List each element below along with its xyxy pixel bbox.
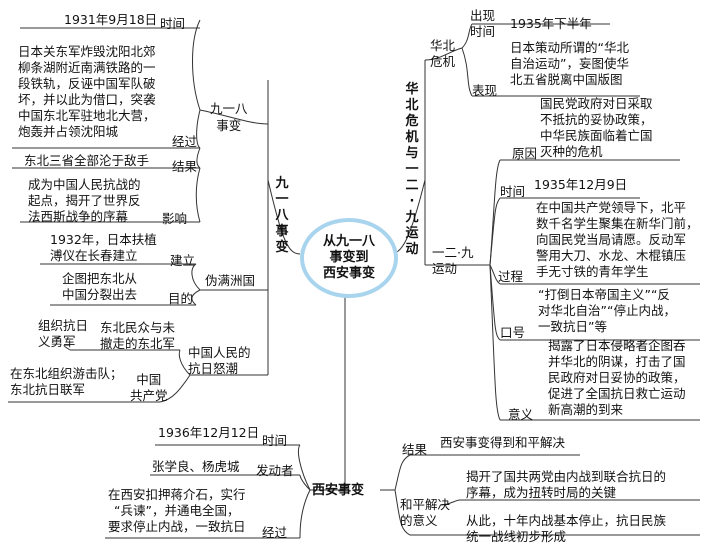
dec9-reason-text: 国民党政府对日采取 不抵抗的妥协政策， 中华民族面临着亡国 灭种的危机: [540, 96, 653, 159]
puppet-build-text: 1932年，日本扶植 溥仪在长春建立: [50, 232, 157, 263]
jyb-impact-label: 影响: [162, 211, 188, 226]
jiuyiba-event-label: 九一八 事变: [210, 101, 248, 133]
north-show-text: 日本策动所谓的“华北 自治运动”，妄图使华 北五省脱离中国版图: [510, 40, 629, 87]
xian-incident-label: 西安事变: [312, 483, 365, 498]
resistance-label: 中国人民的 抗日怒潮: [188, 345, 251, 376]
north-time-value: 1935年下半年: [510, 16, 592, 31]
xian-result-label: 结果: [402, 442, 428, 457]
north-time-label: 出现 时间: [470, 8, 496, 39]
dec9-time-value: 1935年12月9日: [534, 177, 628, 192]
jyb-impact-text: 成为中国人民抗战的 起点，揭开了世界反 法西斯战争的序幕: [28, 177, 141, 224]
xian-starter-label: 发动者: [256, 463, 294, 478]
central-topic: 从九一八 事变到 西安事变: [300, 218, 398, 298]
xian-result-value: 西安事变得到和平解决: [440, 435, 566, 450]
cpc-label: 中国 共产党: [130, 372, 168, 403]
xian-meaning-1: 揭开了国共两党由内战到联合抗日的 序幕，成为扭转时局的关键: [466, 469, 667, 500]
puppet-state-label: 伪满洲国: [205, 273, 256, 288]
volunteer-army-label: 组织抗日 义勇军: [38, 318, 89, 349]
volunteer-army-members: 东北民众与未 撤走的东北军: [100, 320, 176, 351]
north-crisis-vertical-title: 华北危机与一二·九运动: [405, 82, 419, 257]
dec9-process-text: 在中国共产党领导下，北平 数千名学生聚集在新华门前， 向国民党当局请愿。反动军 …: [536, 200, 699, 279]
puppet-goal-text: 企图把东北从 中国分裂出去: [62, 271, 138, 302]
jyb-time-label: 时间: [160, 16, 186, 31]
north-crisis-label: 华北 危机: [430, 38, 456, 69]
xian-process-label: 经过: [262, 525, 288, 540]
dec9-movement-label: 一二·九 运动: [432, 245, 474, 276]
xian-time-label: 时间: [262, 433, 288, 448]
xian-starter-value: 张学良、杨虎城: [152, 459, 240, 474]
puppet-goal-label: 目的: [168, 291, 194, 306]
dec9-slogan-label: 口号: [500, 325, 526, 340]
central-topic-label: 从九一八 事变到 西安事变: [322, 234, 375, 281]
jiuyiba-vertical-title: 九一八事变: [275, 176, 289, 255]
xian-process-text: 在西安扣押蒋介石，实行 “兵谏”，并通电全国， 要求停止内战，一致抗日: [108, 487, 246, 534]
dec9-time-label: 时间: [500, 184, 526, 199]
jyb-process-text: 日本关东军炸毁沈阳北郊 柳条湖附近南满铁路的一 段铁轨，反诬中国军队破 坏，并以…: [18, 44, 156, 139]
jyb-process-label: 经过: [172, 134, 198, 149]
xian-time-value: 1936年12月12日: [158, 425, 260, 440]
jyb-time-value: 1931年9月18日: [64, 12, 158, 27]
puppet-build-label: 建立: [170, 253, 196, 268]
dec9-slogan-text: “打倒日本帝国主义”“反 对华北自治”“停止内战， 一致抗日”等: [538, 287, 676, 334]
dec9-meaning-label: 意义: [508, 407, 534, 422]
dec9-reason-label: 原因: [512, 146, 538, 161]
jyb-result-label: 结果: [172, 159, 198, 174]
dec9-meaning-text: 揭露了日本侵略者企图吞 并华北的阴谋，打击了国 民政府对日妥协的政策， 促进了全…: [548, 338, 686, 417]
cpc-actions-text: 在东北组织游击队； 东北抗日联军: [10, 366, 123, 397]
jyb-result-text: 东北三省全部沦于敌手: [24, 153, 150, 168]
xian-meaning-2: 从此，十年内战基本停止，抗日民族 统一战线初步形成: [466, 513, 667, 544]
dec9-process-label: 过程: [498, 269, 524, 284]
north-show-label: 表现: [472, 83, 498, 98]
xian-meaning-label: 和平解决 的意义: [400, 497, 451, 528]
